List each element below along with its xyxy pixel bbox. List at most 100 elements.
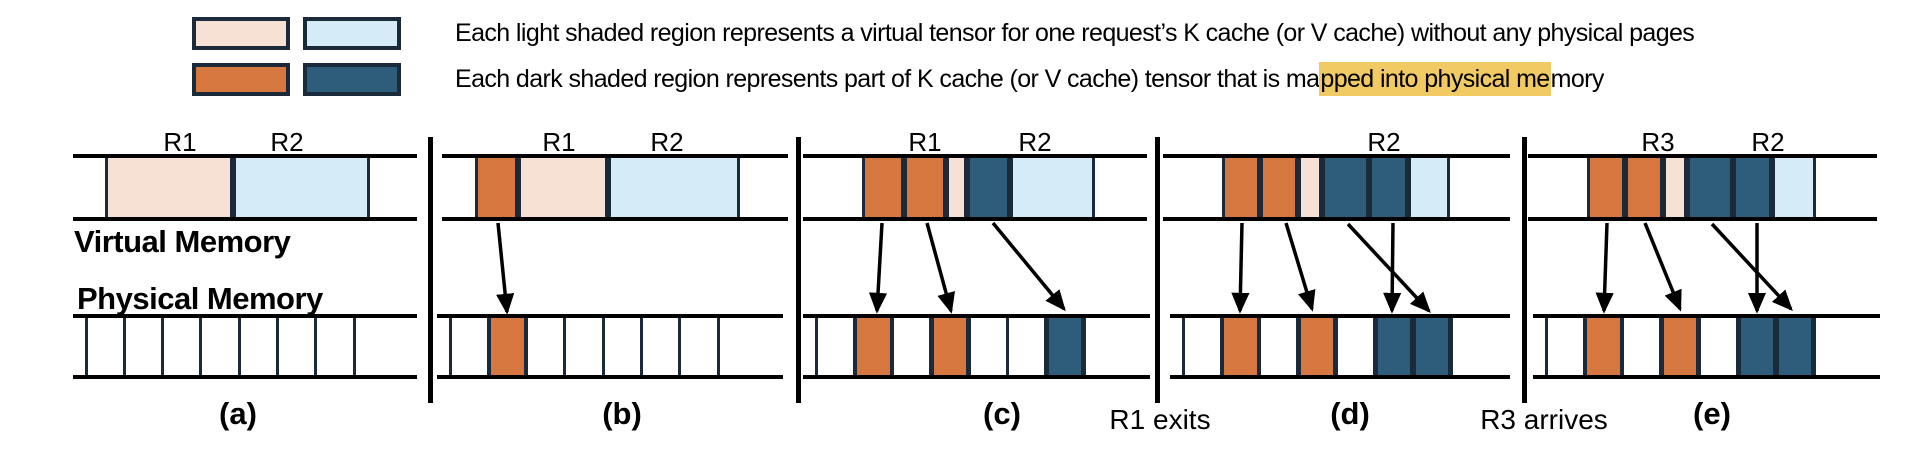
request-label-r2: R2 [650, 127, 684, 157]
panel-letter: (d) [1330, 396, 1370, 431]
legend-light-before: Each light shaded region represents a vi… [455, 18, 1695, 47]
panel-letter: (a) [219, 396, 257, 431]
transition-annotation: R3 arrives [1480, 404, 1608, 435]
virtual-strip-bottom-line [1528, 217, 1877, 221]
physical-cell-divider [314, 318, 318, 375]
physical-cell-divider [1006, 318, 1009, 375]
physical-cell-dark_blue [1775, 315, 1815, 378]
request-label-r2: R2 [1367, 127, 1401, 157]
physical-cell-orange [1297, 315, 1337, 378]
physical-cell-divider [276, 318, 279, 375]
physical-strip-bottom-line [73, 375, 417, 379]
physical-strip-bottom-line [437, 375, 783, 379]
virtual-strip-bottom-line [73, 217, 417, 221]
physical-strip-bottom-line [1170, 375, 1510, 379]
physical-cell-divider [1812, 318, 1816, 375]
physical-cell-divider [891, 318, 895, 375]
panel-letter: (c) [983, 396, 1021, 431]
virtual-block-peach [1298, 154, 1322, 221]
peach-swatch [192, 16, 290, 50]
legend-dark-highlight: pped into physical me [1319, 61, 1551, 96]
virtual-block-dark_blue [1369, 154, 1408, 221]
physical-cell-orange [854, 315, 893, 378]
physical-cell-divider [1082, 318, 1086, 375]
request-label-r2: R2 [270, 127, 304, 157]
physical-cell-orange [1660, 315, 1700, 378]
panel-divider [796, 137, 801, 403]
physical-cell-divider [967, 318, 971, 375]
mapping-arrow [991, 221, 1066, 312]
legend-dark-before: Each dark shaded region represents part … [455, 64, 1320, 93]
physical-cell-divider [352, 318, 356, 375]
request-label-r3: R3 [1641, 127, 1675, 157]
orange-swatch [192, 62, 290, 96]
physical-cell-divider [716, 318, 720, 375]
request-label-r1: R1 [542, 127, 576, 157]
legend-text-dark: Each dark shaded region represents part … [455, 61, 1605, 96]
physical-strip-top-line [437, 314, 783, 318]
panel-divider [1522, 137, 1527, 403]
virtual-block-orange [904, 154, 946, 221]
physical-cell-divider [1697, 318, 1701, 375]
virtual-block-peach [1663, 154, 1687, 221]
physical-cell-divider [814, 318, 818, 375]
physical-cell-divider [601, 318, 605, 375]
physical-memory-label: Physical Memory [77, 281, 323, 316]
physical-cell-divider [1544, 318, 1548, 375]
panel-letter: (b) [602, 396, 642, 431]
virtual-strip-bottom-line [442, 217, 788, 221]
physical-cell-divider [640, 318, 643, 375]
physical-strip-top-line [1170, 314, 1510, 318]
physical-cell-divider [678, 318, 682, 375]
virtual-block-light_blue [608, 154, 740, 221]
physical-cell-divider [1621, 318, 1625, 375]
physical-cell-orange [1584, 315, 1623, 378]
legend-row-light: Each light shaded region represents a vi… [192, 15, 1696, 51]
physical-cell-divider [1449, 318, 1453, 375]
virtual-block-dark_blue [1687, 154, 1733, 221]
physical-cell-divider [563, 318, 567, 375]
virtual-block-dark_blue [1322, 154, 1369, 221]
physical-cell-divider [84, 318, 88, 375]
mapping-arrow [1231, 222, 1250, 314]
legend-text-light: Each light shaded region represents a vi… [455, 19, 1696, 48]
dark-blue-swatch [303, 62, 401, 96]
virtual-block-orange [1625, 154, 1663, 221]
virtual-strip-top-line [1528, 154, 1877, 158]
physical-cell-orange [488, 315, 527, 378]
request-label-r2: R2 [1018, 127, 1052, 157]
physical-cell-dark_blue [1737, 315, 1776, 378]
physical-strip-bottom-line [1533, 375, 1880, 379]
virtual-strip-top-line [73, 154, 417, 158]
virtual-strip-top-line [442, 154, 788, 158]
mapping-arrow [1710, 222, 1793, 312]
legend-dark-after: mory [1550, 64, 1605, 93]
physical-cell-divider [122, 318, 126, 375]
panel-divider [428, 137, 433, 403]
physical-cell-divider [1258, 318, 1262, 375]
virtual-block-light_blue [1772, 154, 1816, 221]
virtual-block-light_blue [1010, 154, 1095, 221]
physical-cell-divider [1334, 318, 1338, 375]
physical-cell-divider [161, 318, 165, 375]
virtual-block-orange [1222, 154, 1260, 221]
mapping-arrow [496, 222, 515, 315]
mapping-arrow [1284, 222, 1316, 312]
physical-cell-dark_blue [1045, 315, 1085, 378]
physical-cell-divider [448, 318, 452, 375]
request-label-r1: R1 [163, 127, 197, 157]
mapping-arrow [1346, 222, 1431, 314]
physical-strip-top-line [803, 314, 1150, 318]
physical-cell-dark_blue [1412, 315, 1452, 378]
panel-letter: (e) [1693, 396, 1731, 431]
legend-light-highlight [1694, 16, 1696, 50]
mapping-arrow [925, 222, 955, 314]
physical-cell-divider [199, 318, 203, 375]
panel-divider [1155, 137, 1160, 403]
mapping-arrow [1383, 222, 1402, 314]
request-label-r2: R2 [1751, 127, 1785, 157]
light-blue-swatch [303, 16, 401, 50]
mapping-arrow [1595, 222, 1614, 314]
transition-annotation: R1 exits [1109, 404, 1211, 435]
